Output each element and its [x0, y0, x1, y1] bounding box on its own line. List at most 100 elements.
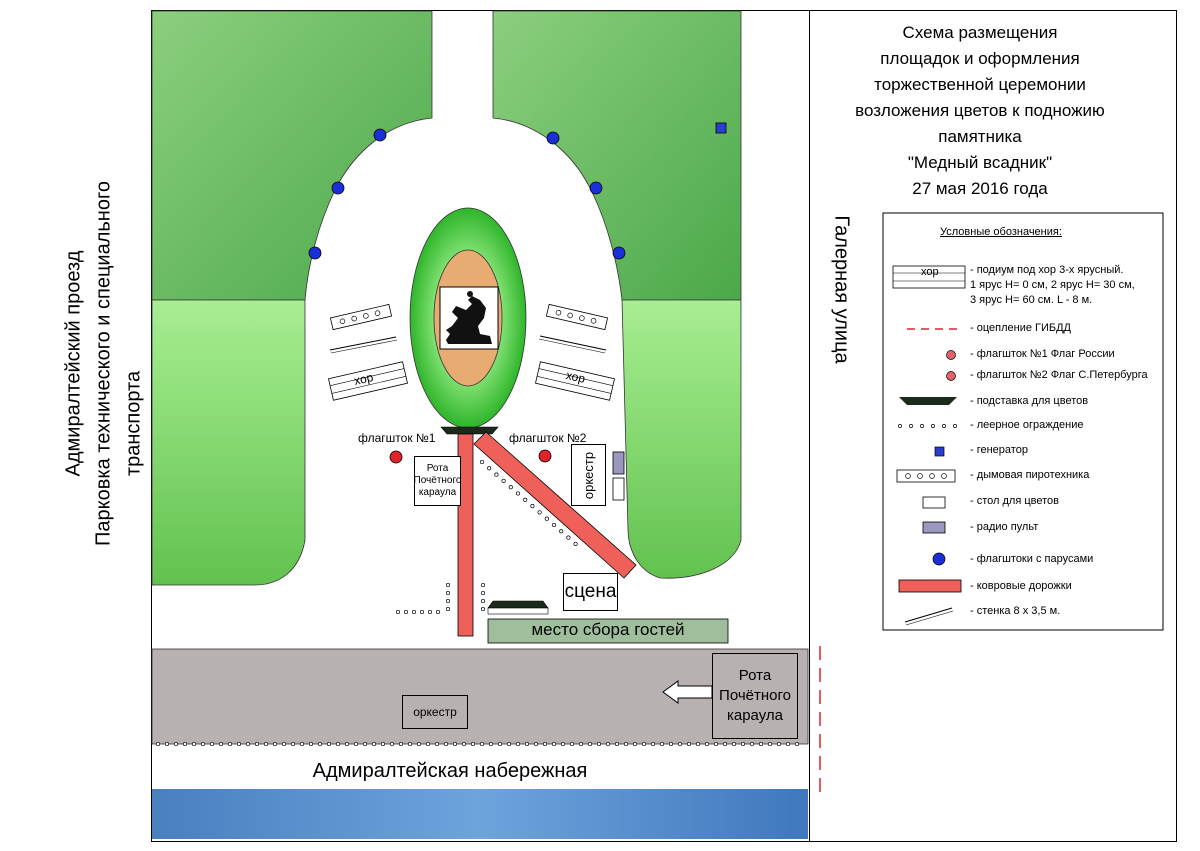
railing-post [480, 606, 486, 612]
railing-post [767, 741, 773, 747]
flagpole-1-label: флагшток №1 [358, 431, 436, 445]
flower-table [612, 477, 625, 501]
legend-flag2-symbol [946, 371, 956, 381]
railing-post [326, 741, 332, 747]
railing-post [713, 741, 719, 747]
legend-flag1-symbol [946, 350, 956, 360]
railing-post [445, 606, 451, 612]
railing-post [506, 741, 512, 747]
railing-post [497, 741, 503, 747]
radio-console [612, 451, 625, 475]
railing-post [425, 741, 431, 747]
railing-post [272, 741, 278, 747]
railing-post [445, 582, 451, 588]
orchestra-vertical-text: оркестр [581, 451, 596, 499]
railing-post [335, 741, 341, 747]
railing-post [515, 741, 521, 747]
railing-post [452, 741, 458, 747]
railing-post [488, 741, 494, 747]
railing-post [479, 741, 485, 747]
road-fence [155, 741, 800, 747]
railing-post [182, 741, 188, 747]
honor-guard-lower-line3: караула [726, 707, 783, 724]
street-parking-label-2: транспорта [122, 370, 145, 477]
railing-post [794, 741, 800, 747]
railing-post [758, 741, 764, 747]
railing-post [650, 741, 656, 747]
railing-post [524, 741, 530, 747]
railing-post [416, 741, 422, 747]
title-line-5: памятника [938, 127, 1022, 146]
railing-post [281, 741, 287, 747]
railing-post [407, 741, 413, 747]
railing-post [245, 741, 251, 747]
railing-post [596, 741, 602, 747]
honor-guard-upper-line2: Почётного [413, 475, 462, 486]
railing-post [470, 741, 476, 747]
railing-post [668, 741, 674, 747]
railing-post [299, 741, 305, 747]
legend-item-carpet: - ковровые дорожки [970, 580, 1072, 592]
railing-post [353, 741, 359, 747]
stage: сцена [563, 573, 618, 611]
railing-post [344, 741, 350, 747]
legend-item-railing: - леерное ограждение [970, 419, 1084, 431]
railing-post [308, 741, 314, 747]
legend-heading: Условные обозначения: [940, 226, 1062, 238]
lawn-lower-left [151, 299, 306, 586]
railing-post [566, 535, 571, 540]
wall-right [538, 335, 607, 354]
railing-post [403, 609, 409, 615]
railing-post [533, 741, 539, 747]
wall-left [329, 336, 398, 354]
railing-post [551, 741, 557, 747]
flagpole-2-label: флагшток №2 [509, 431, 587, 445]
railing-post [218, 741, 224, 747]
railing-post [785, 741, 791, 747]
river [152, 789, 808, 839]
legend-stand-symbol [899, 397, 957, 405]
railing-post [173, 741, 179, 747]
railing-post [494, 472, 499, 477]
legend-item-pyro: - дымовая пиротехника [970, 469, 1090, 481]
title-line-7: 27 мая 2016 года [912, 179, 1048, 198]
carpet-vertical [457, 433, 474, 637]
railing-post [515, 491, 521, 496]
legend-item-generator: - генератор [970, 444, 1028, 456]
choir-podium-left [328, 361, 408, 401]
railing-post [659, 741, 665, 747]
railing-post [395, 609, 401, 615]
legend-table-symbol [922, 496, 946, 509]
railing-post [263, 741, 269, 747]
honor-guard-upper: Рота Почётного караула [414, 456, 461, 506]
legend-symbols [892, 265, 966, 626]
railing-post [411, 609, 417, 615]
railing-post [480, 582, 486, 588]
legend-railing-symbol [898, 424, 957, 428]
railing-diagonal [479, 459, 578, 546]
orchestra-road: оркестр [402, 695, 468, 729]
railing-post [427, 609, 433, 615]
flower-stand [440, 426, 499, 435]
railing-post [508, 485, 513, 490]
legend-item-table: - стол для цветов [970, 495, 1059, 507]
street-parking-label: Парковка технического и специального [92, 181, 115, 546]
railing-post [380, 741, 386, 747]
railing-post [686, 741, 692, 747]
legend-choir-symbol [892, 265, 966, 289]
sail-flagpoles [308, 128, 626, 260]
railing-post [695, 741, 701, 747]
railing-post [551, 522, 557, 528]
honor-guard-lower-line2: Почётного [719, 687, 791, 704]
legend-carpet-symbol [898, 579, 962, 593]
legend-item-sail-flags: - флагштоки с парусами [970, 553, 1094, 565]
title-line-6: "Медный всадник" [907, 153, 1053, 172]
honor-guard-upper-line3: караула [418, 487, 457, 498]
railing-post [501, 478, 506, 483]
railing-post [587, 741, 593, 747]
honor-guard-upper-line1: Рота [426, 463, 449, 474]
lawn-upper-left [151, 10, 433, 301]
railing-post [419, 609, 425, 615]
railing-post [487, 466, 492, 471]
railing-post [389, 741, 395, 747]
